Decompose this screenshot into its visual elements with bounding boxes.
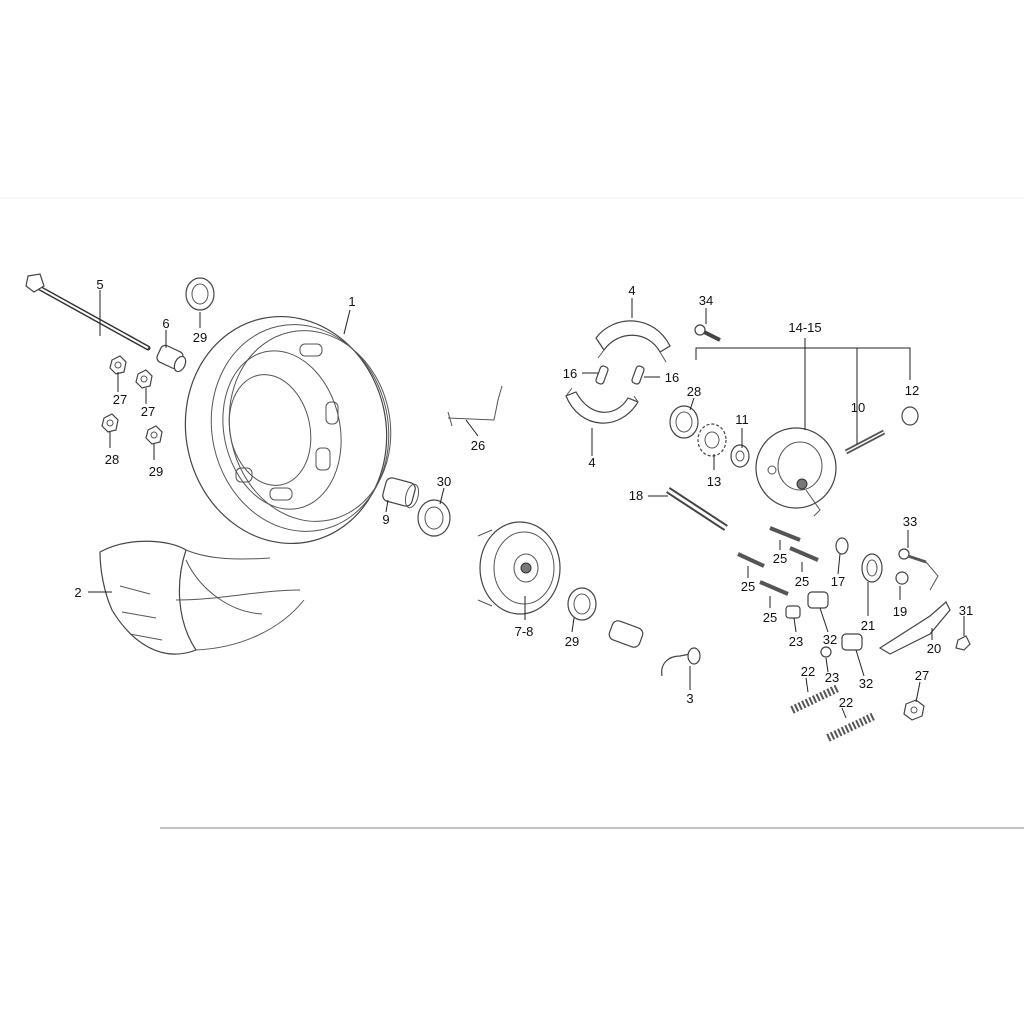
callout-21: 21 — [861, 618, 875, 633]
callout-25-c: 25 — [795, 574, 809, 589]
washer-11-part — [730, 444, 750, 468]
callout-23-a: 23 — [789, 634, 803, 649]
bearing-29-top-part — [185, 277, 215, 311]
spring-16-parts — [595, 365, 645, 385]
callout-20: 20 — [927, 641, 941, 656]
stud-25-parts — [737, 526, 819, 596]
callout-28: 28 — [687, 384, 701, 399]
callout-16-right: 16 — [665, 370, 679, 385]
callout-1: 1 — [348, 294, 355, 309]
callout-19: 19 — [893, 604, 907, 619]
callout-12: 12 — [905, 383, 919, 398]
callout-27-d: 29 — [149, 464, 163, 479]
wheel-hub-part — [477, 521, 561, 615]
seal-30-part — [417, 499, 451, 537]
gear-13-part — [697, 423, 727, 457]
callout-10: 10 — [851, 400, 865, 415]
brake-shoe-bottom-part — [565, 387, 639, 424]
nut-27-parts — [101, 355, 163, 445]
spacer-9-part — [382, 477, 420, 509]
callout-27-a: 27 — [113, 392, 127, 407]
callout-14-15: 14-15 — [788, 320, 821, 335]
wheel-rim-part — [184, 315, 392, 545]
spring-22-parts — [790, 684, 876, 742]
bolt-34-part — [694, 324, 721, 342]
callout-7-8: 7-8 — [515, 624, 534, 639]
callout-6: 6 — [162, 316, 169, 331]
callout-25-b: 25 — [741, 579, 755, 594]
callout-4-bottom: 4 — [588, 455, 595, 470]
bushing-32-23-parts — [785, 591, 863, 658]
callout-2: 2 — [74, 585, 81, 600]
callout-16-left: 16 — [563, 366, 577, 381]
callout-23-b: 23 — [825, 670, 839, 685]
spacer-6-part — [156, 344, 187, 373]
axle-bolt-part — [25, 273, 151, 351]
callout-5: 5 — [96, 277, 103, 292]
callout-29-top: 29 — [193, 330, 207, 345]
callout-34: 34 — [699, 293, 713, 308]
callout-labels: 5 6 29 27 27 28 29 1 2 9 30 26 7-8 29 3 … — [74, 277, 973, 710]
callout-33: 33 — [903, 514, 917, 529]
nut-26-part — [903, 699, 925, 721]
nut-12-part — [901, 406, 919, 426]
callout-17: 17 — [831, 574, 845, 589]
callout-26: 27 — [915, 668, 929, 683]
callout-27-c: 28 — [105, 452, 119, 467]
cam-10-part — [844, 429, 886, 455]
leader-lines — [88, 290, 965, 719]
callout-27-b: 27 — [141, 404, 155, 419]
callout-22-b: 22 — [839, 695, 853, 710]
callout-31: 31 — [959, 603, 973, 618]
spacer-sleeve-part — [608, 620, 644, 648]
callout-32-a: 32 — [823, 632, 837, 647]
tire-part — [99, 540, 305, 655]
valve-3-part — [661, 647, 701, 677]
callout-18: 18 — [629, 488, 643, 503]
callout-22-a: 22 — [801, 664, 815, 679]
small-parts-right-group — [835, 537, 971, 655]
callout-24: 26 — [471, 438, 485, 453]
callout-13: 13 — [707, 474, 721, 489]
callout-3: 3 — [686, 691, 693, 706]
callout-25-a: 25 — [773, 551, 787, 566]
bracket-24-part — [447, 385, 503, 427]
callout-9: 9 — [382, 512, 389, 527]
callout-32-b: 32 — [859, 676, 873, 691]
brake-panel-part — [755, 427, 837, 517]
callout-11: 11 — [735, 412, 749, 427]
bearing-29-lower-part — [567, 587, 597, 621]
callout-29-lower: 29 — [565, 634, 579, 649]
callout-4-top: 4 — [628, 283, 635, 298]
seal-28-part — [669, 405, 699, 439]
callout-25-d: 25 — [763, 610, 777, 625]
cable-18-part — [666, 487, 728, 531]
callout-30: 30 — [437, 474, 451, 489]
brake-shoe-top-part — [595, 320, 671, 363]
